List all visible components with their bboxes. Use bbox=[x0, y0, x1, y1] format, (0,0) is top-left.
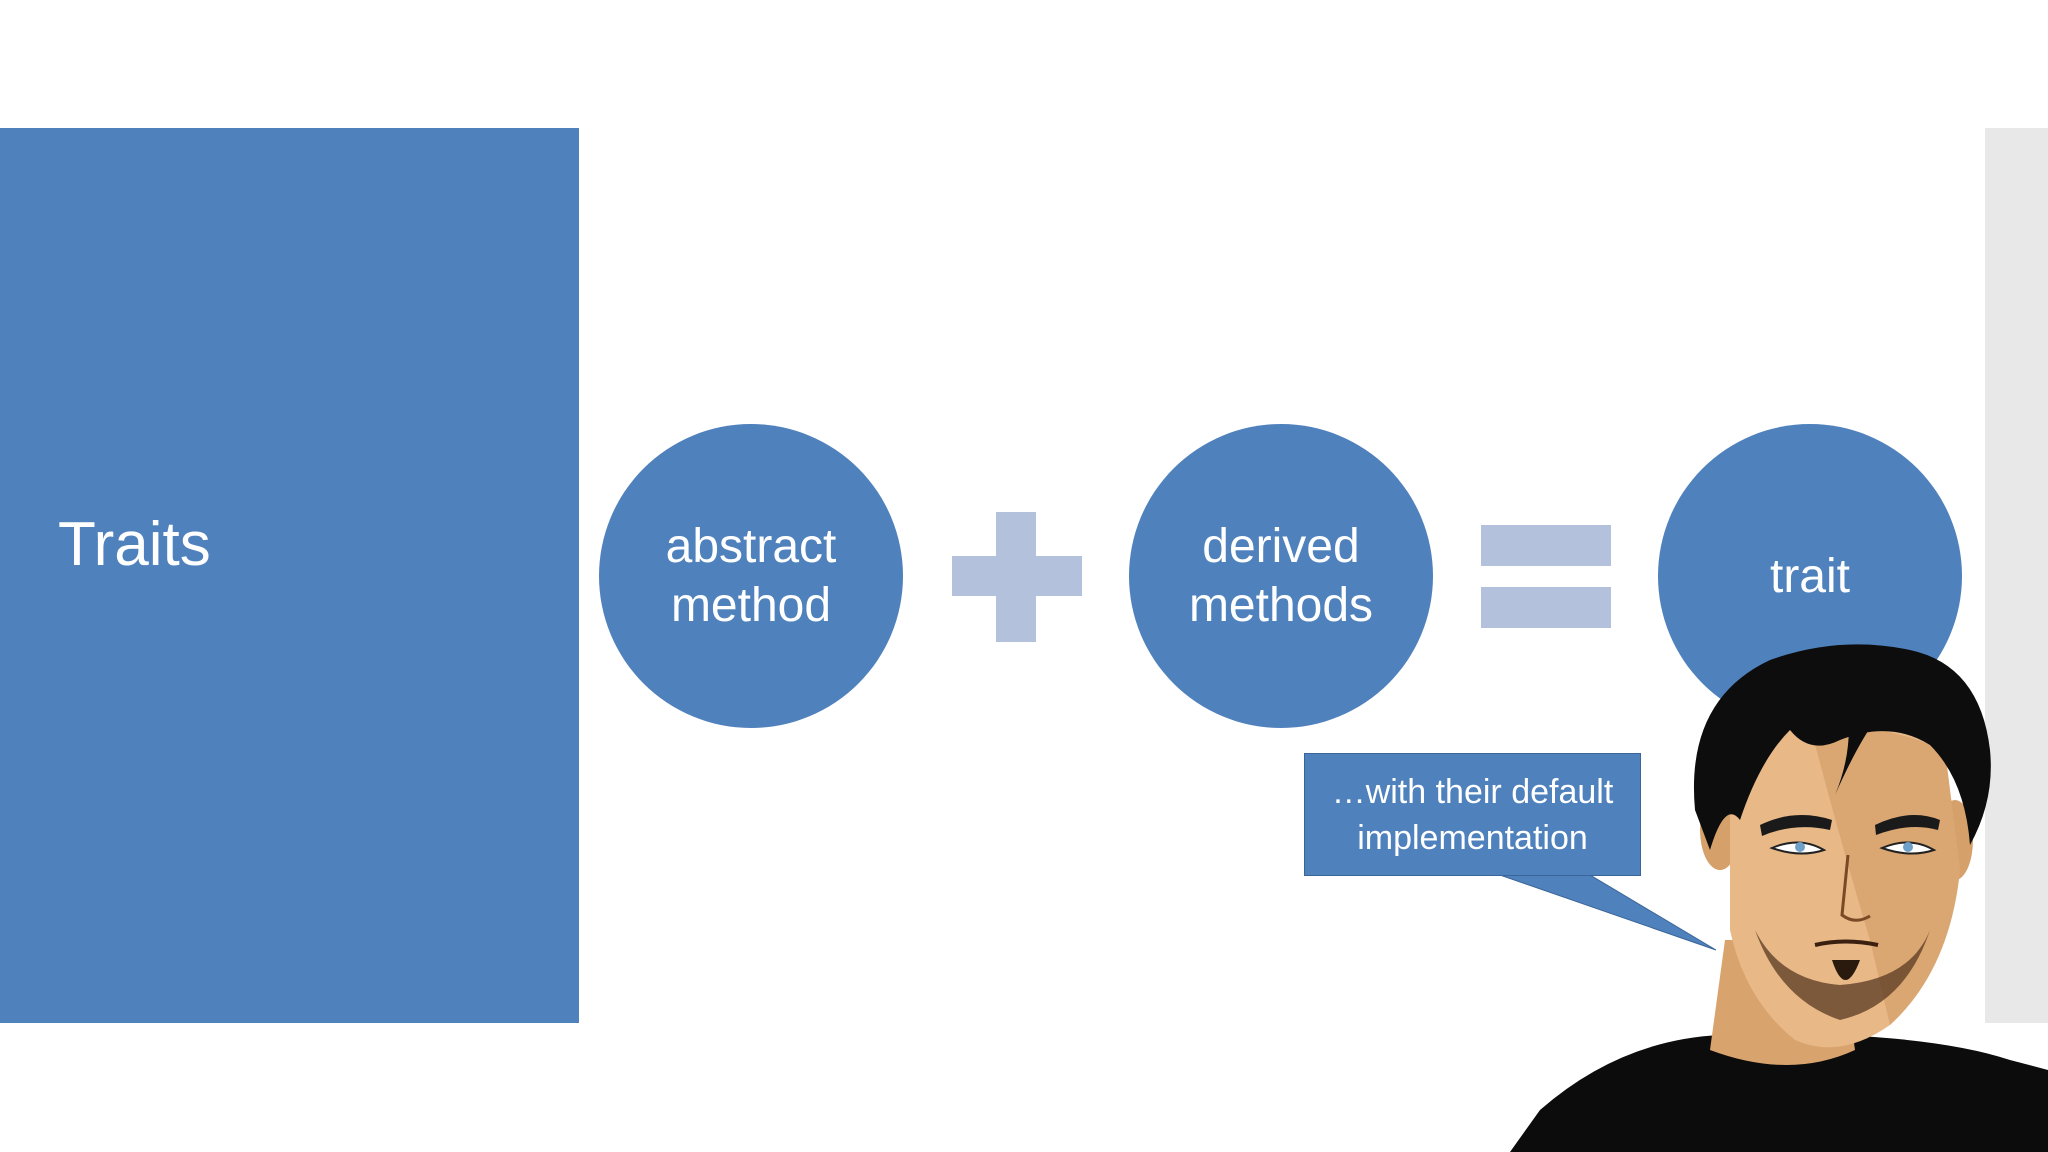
slide-title: Traits bbox=[58, 510, 211, 579]
trait-label: trait bbox=[1769, 549, 1850, 603]
derived-methods-circle: derived methods bbox=[1129, 424, 1433, 728]
speech-callout: …with their default implementation bbox=[1304, 753, 1641, 876]
right-side-strip bbox=[1985, 128, 2048, 1023]
callout-line2: implementation bbox=[1357, 818, 1588, 857]
abstract-method-label-line1: abstract bbox=[665, 520, 837, 573]
title-panel bbox=[0, 128, 579, 1023]
derived-methods-label-line2: methods bbox=[1188, 579, 1374, 632]
comic-man-illustration bbox=[1510, 644, 2048, 1152]
abstract-method-label-line2: method bbox=[670, 579, 832, 632]
callout-line1: …with their default bbox=[1331, 772, 1614, 811]
derived-methods-label-line1: derived bbox=[1202, 520, 1360, 573]
abstract-method-circle: abstract method bbox=[599, 424, 903, 728]
